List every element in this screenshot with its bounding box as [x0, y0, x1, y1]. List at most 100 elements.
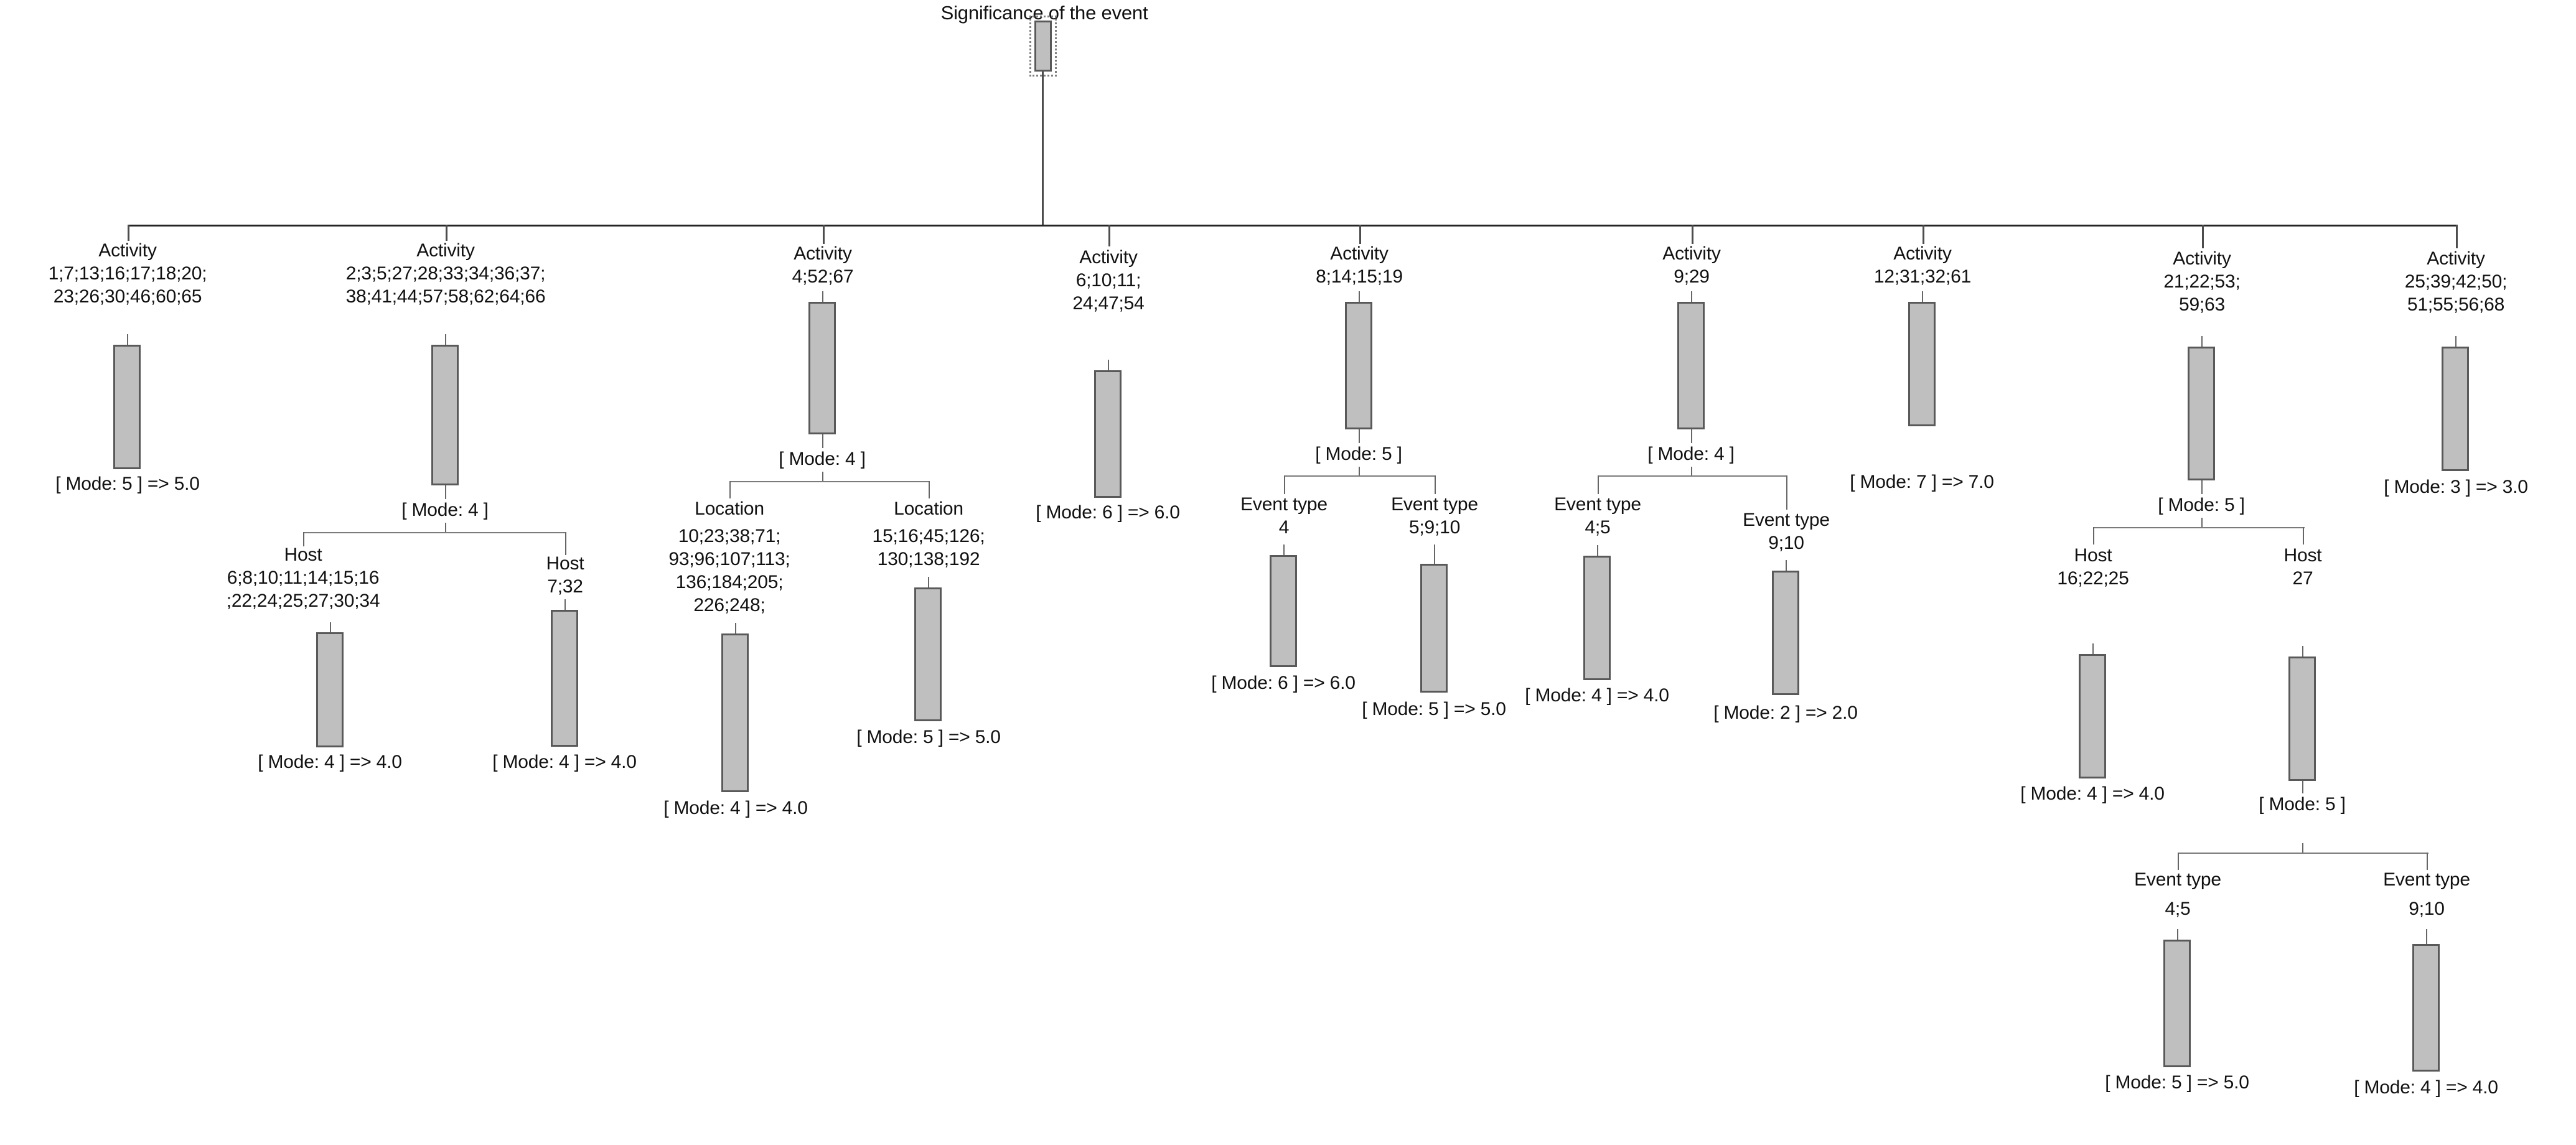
node-a3l1-bar [721, 633, 749, 792]
node-a8-attribute: Activity [2173, 248, 2231, 269]
node-a2h2-bar-stem [564, 599, 566, 610]
node-a2-attribute: Activity [416, 240, 475, 261]
node-a3l2-attribute: Location [894, 498, 963, 519]
node-a3l1-attribute: Location [695, 498, 764, 519]
node-a4-attribute: Activity [1079, 247, 1138, 268]
node-a5e2-bar [1420, 564, 1448, 693]
node-a2h1-attribute: Host [284, 544, 322, 565]
node-a2-mode: [ Mode: 4 ] [401, 500, 489, 520]
node-a6-bar [1677, 302, 1705, 429]
node-a3-mode: [ Mode: 4 ] [779, 449, 866, 469]
node-a8h1-bar [2079, 654, 2106, 778]
node-a8h2-split-stem [2302, 843, 2303, 853]
node-a8h2e2-mode: [ Mode: 4 ] => 4.0 [2354, 1077, 2498, 1098]
node-a2h1-stem [303, 532, 304, 546]
node-a9-attribute: Activity [2427, 248, 2485, 269]
node-a8h2-mode-stem [2302, 781, 2303, 793]
node-a5-bar [1345, 302, 1372, 429]
node-a8h2-bar [2288, 657, 2316, 781]
node-a3l2-mode: [ Mode: 5 ] => 5.0 [856, 727, 1001, 747]
node-a7-values-line1: 12;31;32;61 [1873, 266, 1972, 287]
node-a2-values-line1: 2;3;5;27;28;33;34;36;37; [345, 263, 546, 284]
node-a5-split-bar [1284, 475, 1436, 477]
node-a8h2e1-stem [2178, 853, 2179, 870]
node-a5-split-stem [1359, 467, 1360, 476]
node-a8h1-attribute: Host [2074, 545, 2112, 566]
page-title: Significance of the event [940, 2, 1148, 24]
node-a2-values-line2: 38;41;44;57;58;62;64;66 [345, 286, 546, 307]
node-a6e2-stem [1786, 475, 1787, 510]
node-a8h2-mode: [ Mode: 5 ] [2259, 794, 2346, 815]
node-a9-bar [2442, 347, 2469, 471]
node-a6e1-attribute: Event type [1554, 494, 1641, 515]
node-a2h2-bar [551, 610, 578, 747]
node-a8h1-bar-stem [2092, 643, 2094, 655]
node-a5e2-attribute: Event type [1391, 494, 1478, 515]
branch-stem-a6 [1692, 225, 1693, 244]
node-a5-values-line1: 8;14;15;19 [1316, 266, 1403, 287]
node-a8h2-split-bar [2178, 853, 2428, 854]
node-a3-split-stem [822, 472, 823, 482]
branch-stem-a1 [128, 225, 129, 241]
node-a8h2e1-attribute: Event type [2134, 869, 2221, 890]
node-a4-mode: [ Mode: 6 ] => 6.0 [1036, 502, 1180, 523]
node-a2h2-values-line1: 7;32 [547, 576, 583, 597]
node-a3l1-values-line4: 226;248; [693, 595, 766, 615]
node-a6-attribute: Activity [1662, 243, 1721, 264]
branch-stem-a2 [446, 225, 447, 241]
node-a2h1-bar [316, 632, 344, 747]
node-a6e2-mode: [ Mode: 2 ] => 2.0 [1713, 703, 1858, 723]
branch-stem-a8 [2202, 225, 2204, 248]
node-a5e1-attribute: Event type [1240, 494, 1328, 515]
node-a8h2e2-values-line1: 9;10 [2409, 899, 2445, 919]
node-a7-bar [1908, 302, 1936, 426]
node-a8h2e1-values-line1: 4;5 [2165, 899, 2191, 919]
node-a5-mode: [ Mode: 5 ] [1315, 444, 1402, 464]
node-a4-values-line1: 6;10;11; [1075, 270, 1141, 291]
node-a6e2-bar [1772, 571, 1799, 695]
node-a8-values-line2: 59;63 [2178, 294, 2226, 315]
node-a2-bar-stem [445, 334, 446, 346]
node-a3-bar [808, 302, 836, 434]
node-a2-mode-stem [445, 485, 446, 499]
node-a5e1-bar-stem [1283, 544, 1285, 556]
node-a5e2-mode: [ Mode: 5 ] => 5.0 [1362, 699, 1506, 719]
node-a6-split-bar [1598, 475, 1787, 477]
node-a3-bar-stem [822, 291, 823, 302]
node-a3l1-values-line3: 136;184;205; [675, 572, 784, 592]
node-a3l1-values-line1: 10;23;38;71; [678, 526, 781, 546]
root-bar [1029, 16, 1057, 77]
node-a2h1-values-line2: ;22;24;25;27;30;34 [226, 591, 380, 611]
node-a6-split-stem [1691, 467, 1692, 476]
node-a8h2e2-bar-stem [2426, 929, 2427, 945]
node-a8h2e1-bar [2163, 940, 2191, 1067]
node-a8h2-attribute: Host [2283, 545, 2322, 566]
node-a2h1-bar-stem [330, 622, 331, 633]
node-a8h1-values-line1: 16;22;25 [2057, 568, 2129, 589]
node-a6e2-bar-stem [1786, 560, 1787, 571]
node-a6-values-line1: 9;29 [1674, 266, 1710, 287]
node-a3l1-mode: [ Mode: 4 ] => 4.0 [663, 798, 808, 818]
node-a5e2-stem [1435, 475, 1436, 494]
node-a6e1-values-line1: 4;5 [1585, 517, 1611, 538]
node-a8-values-line1: 21;22;53; [2163, 271, 2241, 292]
node-a5e1-mode: [ Mode: 6 ] => 6.0 [1211, 673, 1356, 693]
node-a7-mode: [ Mode: 7 ] => 7.0 [1850, 472, 1994, 492]
node-a8h2-stem [2303, 527, 2304, 544]
node-a3l2-values-line2: 130;138;192 [877, 549, 980, 569]
node-a5e1-bar [1270, 555, 1297, 667]
node-a8-bar [2188, 347, 2215, 480]
root-stem [1042, 72, 1044, 226]
node-a7-bar-stem [1922, 291, 1923, 302]
node-a1-values-line1: 1;7;13;16;17;18;20; [48, 263, 207, 284]
node-a8h2-bar-stem [2302, 646, 2303, 657]
node-a3-attribute: Activity [794, 243, 852, 264]
node-a3-mode-stem [822, 434, 823, 448]
branch-stem-a5 [1359, 225, 1361, 244]
node-a4-values-line2: 24;47;54 [1072, 293, 1145, 314]
node-a6e1-mode: [ Mode: 4 ] => 4.0 [1525, 685, 1669, 706]
node-a3l2-bar [914, 587, 942, 721]
node-a7-attribute: Activity [1893, 243, 1952, 264]
node-a8h1-mode: [ Mode: 4 ] => 4.0 [2020, 783, 2165, 804]
node-a9-values-line1: 25;39;42;50; [2404, 271, 2508, 292]
